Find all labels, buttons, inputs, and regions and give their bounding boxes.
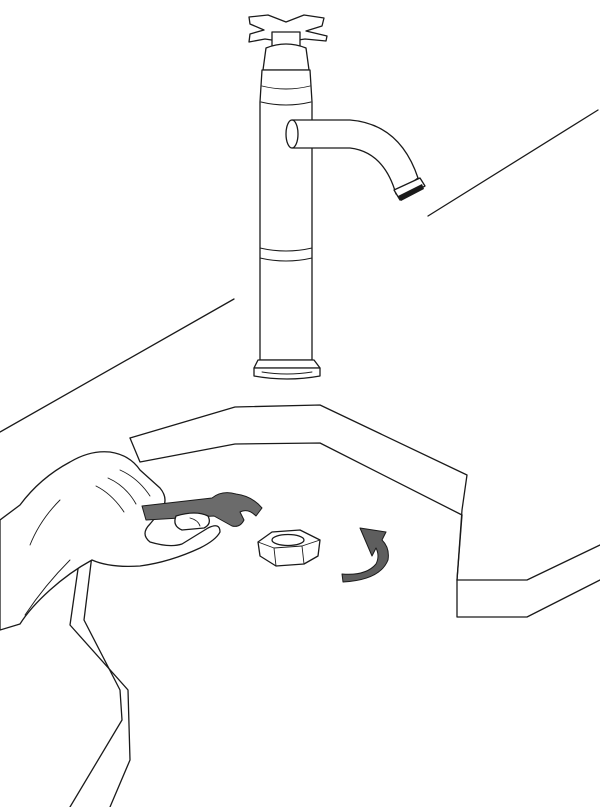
lock-nut [258,530,320,566]
countertop [70,405,600,807]
countertop-top-edge [130,405,600,580]
nut-hole [272,535,304,546]
base-flange-top [254,360,320,368]
thumb [175,513,209,530]
rotation-arrow-icon [342,528,388,582]
faucet-cap [263,44,309,70]
wall-line-left [0,299,234,432]
countertop-right-front [457,580,600,617]
base-flange [254,368,320,379]
cross-handle [249,15,327,46]
faucet-body [260,70,312,360]
wall-line-right [428,110,598,216]
faucet [249,15,425,379]
countertop-right-step [457,515,462,580]
countertop-left-edge-inner [70,555,122,807]
hand-with-wrench [0,452,262,630]
spout-joint [286,120,298,148]
countertop-left-edge-outer [70,555,130,807]
